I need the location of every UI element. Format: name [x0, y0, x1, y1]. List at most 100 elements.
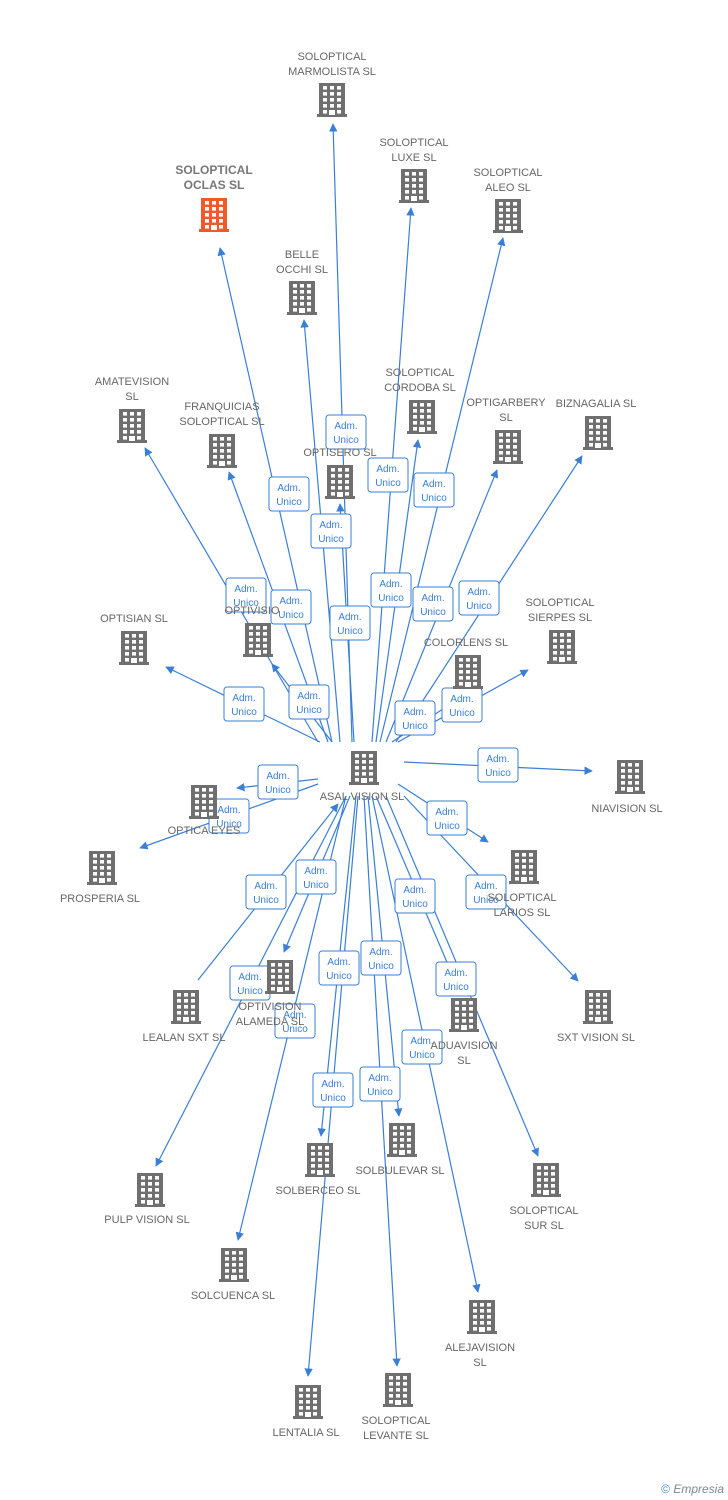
edge-label[interactable]: Adm.Unico [441, 687, 483, 723]
edge-label[interactable]: Adm.Unico [477, 747, 519, 783]
edge-label[interactable]: Adm.Unico [229, 965, 271, 1001]
edge-label[interactable]: Adm.Unico [295, 859, 337, 895]
node-label: SUR SL [524, 1220, 564, 1232]
edge-label[interactable]: Adm.Unico [465, 874, 507, 910]
edge-label[interactable]: Adm.Unico [312, 1072, 354, 1108]
edge-label[interactable]: Adm.Unico [435, 961, 477, 997]
node-center[interactable]: ASAL VISION SL [320, 751, 405, 803]
edge-label[interactable]: Adm.Unico [223, 686, 265, 722]
node-colorlens[interactable]: COLORLENS SL [424, 637, 508, 689]
edge-label[interactable]: Adm.Unico [257, 764, 299, 800]
edge-label[interactable]: Adm.Unico [359, 1066, 401, 1102]
building-icon [305, 1143, 335, 1177]
edge-label[interactable]: Adm.Unico [325, 414, 367, 450]
node-opticaeyes[interactable]: OPTICA EYES [168, 785, 241, 837]
edge-label[interactable]: Adm.Unico [310, 513, 352, 549]
node-solberceo[interactable]: SOLBERCEO SL [276, 1143, 361, 1197]
footer-credit[interactable]: © Empresia [661, 1482, 724, 1496]
edge-label-line: Unico [276, 497, 302, 508]
edge-label[interactable]: Adm.Unico [360, 940, 402, 976]
edge-label[interactable]: Adm.Unico [225, 577, 267, 613]
edge-label[interactable]: Adm.Unico [394, 878, 436, 914]
node-solcuenca[interactable]: SOLCUENCA SL [191, 1248, 275, 1302]
building-icon [135, 1173, 165, 1207]
building-icon [493, 199, 523, 233]
building-icon [383, 1373, 413, 1407]
edge-label[interactable]: Adm.Unico [412, 586, 454, 622]
edge-label-line: Unico [409, 1050, 435, 1061]
edge-label[interactable]: Adm.Unico [370, 572, 412, 608]
node-prosperia[interactable]: PROSPERIA SL [60, 851, 140, 905]
building-icon [325, 465, 355, 499]
building-icon [87, 851, 117, 885]
edge-label[interactable]: Adm.Unico [329, 605, 371, 641]
node-sxt[interactable]: SXT VISION SL [557, 990, 635, 1044]
node-label: LUXE SL [391, 152, 436, 164]
node-lentalia[interactable]: LENTALIA SL [272, 1385, 340, 1439]
edge-label-line: Adm. [327, 957, 350, 968]
node-label: FRANQUICIAS [184, 401, 259, 413]
edge-label-line: Adm. [403, 707, 426, 718]
edge-label-line: Unico [375, 478, 401, 489]
node-label: MARMOLISTA SL [288, 66, 376, 78]
node-label: OPTISIAN SL [100, 613, 168, 625]
edge-label[interactable]: Adm.Unico [245, 874, 287, 910]
edge-label-line: Unico [420, 607, 446, 618]
edge-label[interactable]: Adm.Unico [426, 800, 468, 836]
node-label: LEVANTE SL [363, 1430, 429, 1442]
edge-label-line: Adm. [266, 771, 289, 782]
edge-label[interactable]: Adm.Unico [270, 589, 312, 625]
edge-label[interactable]: Adm.Unico [401, 1029, 443, 1065]
building-icon [265, 960, 295, 994]
edge-label[interactable]: Adm.Unico [208, 798, 250, 834]
edge-label[interactable]: Adm.Unico [274, 1003, 316, 1039]
node-optisian[interactable]: OPTISIAN SL [100, 613, 168, 665]
building-icon [509, 850, 539, 884]
edge-label-line: Adm. [304, 866, 327, 877]
building-icon [453, 655, 483, 689]
edge-label[interactable]: Adm.Unico [413, 472, 455, 508]
node-niavision[interactable]: NIAVISION SL [591, 760, 663, 815]
node-label: LARIOS SL [494, 907, 551, 919]
edge-label[interactable]: Adm.Unico [288, 684, 330, 720]
node-pulp[interactable]: PULP VISION SL [104, 1173, 190, 1226]
edge-label[interactable]: Adm.Unico [268, 476, 310, 512]
node-solbulevar[interactable]: SOLBULEVAR SL [355, 1123, 445, 1177]
node-label: SOLCUENCA SL [191, 1290, 275, 1302]
edge-label-line: Unico [473, 895, 499, 906]
node-label: SL [473, 1357, 486, 1369]
node-cordoba[interactable]: SOLOPTICAL CORDOBA SL [384, 367, 456, 434]
node-lealan[interactable]: LEALAN SXT SL [143, 990, 226, 1044]
node-label: ADUAVISION [430, 1040, 497, 1052]
node-optisero[interactable]: OPTISERO SL [303, 447, 377, 499]
node-optivision[interactable]: OPTIVISIO [224, 605, 280, 657]
edge-label[interactable]: Adm.Unico [367, 457, 409, 493]
edge-label-line: Adm. [379, 579, 402, 590]
edge-label-line: Unico [402, 721, 428, 732]
edge-label[interactable]: Adm. Unico [394, 700, 436, 736]
building-icon [219, 1248, 249, 1282]
edge-label-line: Unico [337, 626, 363, 637]
node-label: CORDOBA SL [384, 382, 456, 394]
node-biznagalia[interactable]: BIZNAGALIA SL [556, 398, 637, 450]
edge-label-line: Unico [443, 982, 469, 993]
node-label: SOLOPTICAL [385, 367, 454, 379]
edge-label[interactable]: Adm.Unico [318, 950, 360, 986]
edge-label[interactable]: Adm.Unico [458, 580, 500, 616]
